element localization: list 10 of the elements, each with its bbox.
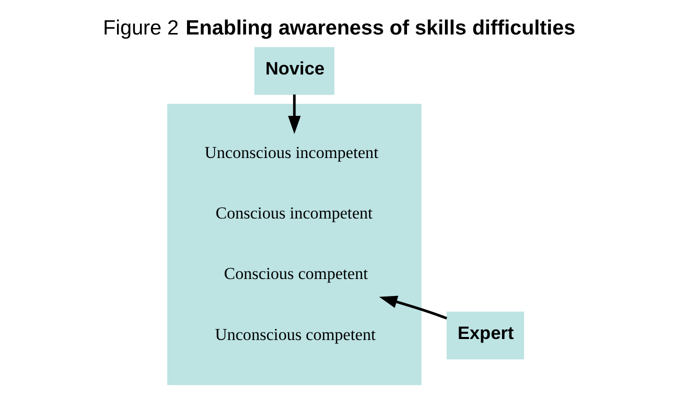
- diagram-title: Figure 2 Enabling awareness of skills difficulties: [103, 16, 576, 40]
- node-text: Unconscious competent: [215, 324, 376, 344]
- node-text: Conscious competent: [224, 264, 368, 283]
- arrow: [379, 295, 448, 320]
- node-box: Expert: [446, 311, 524, 359]
- node-text: Unconscious incompetent: [204, 142, 378, 162]
- node-box: Novice: [254, 46, 334, 94]
- arrow: [288, 94, 301, 134]
- node-text: Conscious incompetent: [216, 203, 373, 222]
- cluster: [167, 103, 422, 385]
